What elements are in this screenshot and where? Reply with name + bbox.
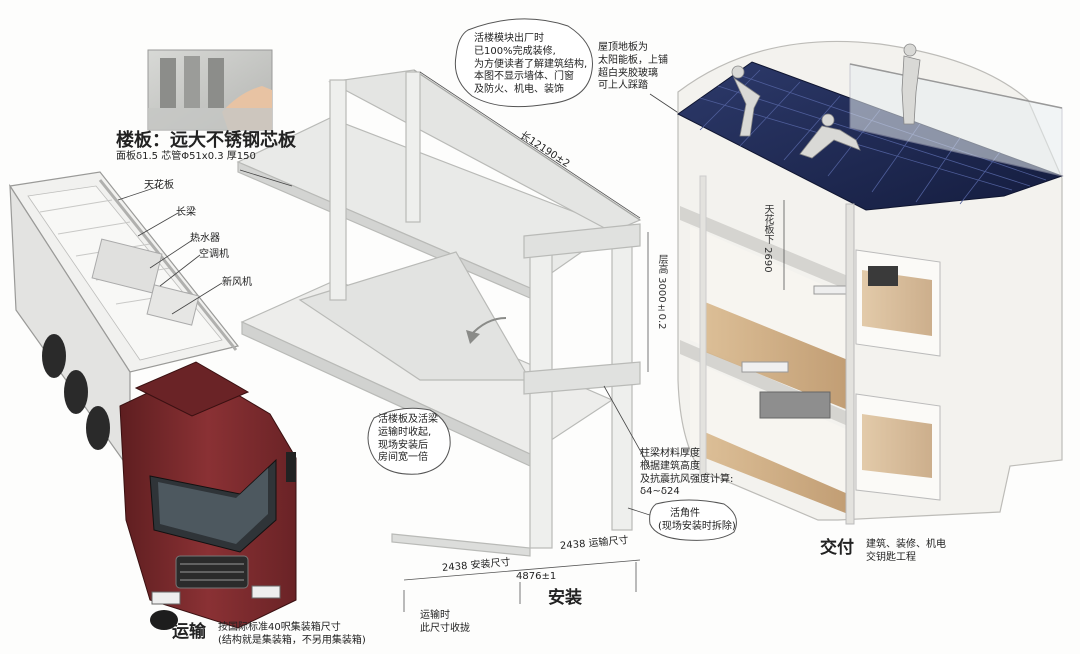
label-ceiling: 天花板: [144, 180, 174, 191]
stage-transport-desc: 按国际标准40呎集装箱尺寸 (结构就是集装箱，不另用集装箱): [218, 622, 366, 646]
transport-fold-note: 运输时 此尺寸收拢: [420, 610, 470, 634]
roof-note: 屋顶地板为 太阳能板，上铺 超白夹胶玻璃 可上人踩踏: [598, 42, 668, 92]
corner-note: 活角件 (现场安装时拆除): [658, 508, 736, 532]
stage-transport-title: 运输: [172, 622, 206, 642]
floor-panel-spec: 面板δ1.5 芯管Φ51x0.3 厚150: [116, 151, 256, 162]
core-panel-photo: [147, 49, 273, 131]
dim-ceiling-height: 天花板下 2690: [762, 204, 773, 273]
stage-delivery-desc: 建筑、装修、机电 交钥匙工程: [866, 539, 946, 563]
fold-note: 活楼板及活梁 运输时收起, 现场安装后 房间宽一倍: [378, 414, 438, 464]
label-fresh-air: 新风机: [222, 277, 252, 288]
column-note: 柱梁材料厚度 根据建筑高度 及抗震抗风强度计算: δ4~δ24: [640, 448, 734, 498]
callout-bubbles: [367, 18, 737, 541]
label-air-conditioner: 空调机: [199, 249, 229, 260]
truck-trailer: [8, 171, 240, 472]
dim-total-width: 4876±1: [516, 571, 557, 582]
delivery-building: [677, 40, 1064, 525]
install-module: [236, 69, 649, 612]
stage-delivery-title: 交付: [820, 538, 854, 558]
label-long-beam: 长梁: [176, 207, 196, 218]
label-water-heater: 热水器: [190, 233, 220, 244]
floor-panel-title: 楼板：远大不锈钢芯板: [116, 130, 296, 151]
dim-floor-height: 层高 3000±0.2: [656, 254, 667, 330]
module-note: 活楼模块出厂时 已100%完成装修, 为方便读者了解建筑结构, 本图不显示墙体、…: [474, 33, 588, 96]
truck-cab: [119, 361, 297, 630]
stage-install-title: 安装: [548, 588, 582, 608]
